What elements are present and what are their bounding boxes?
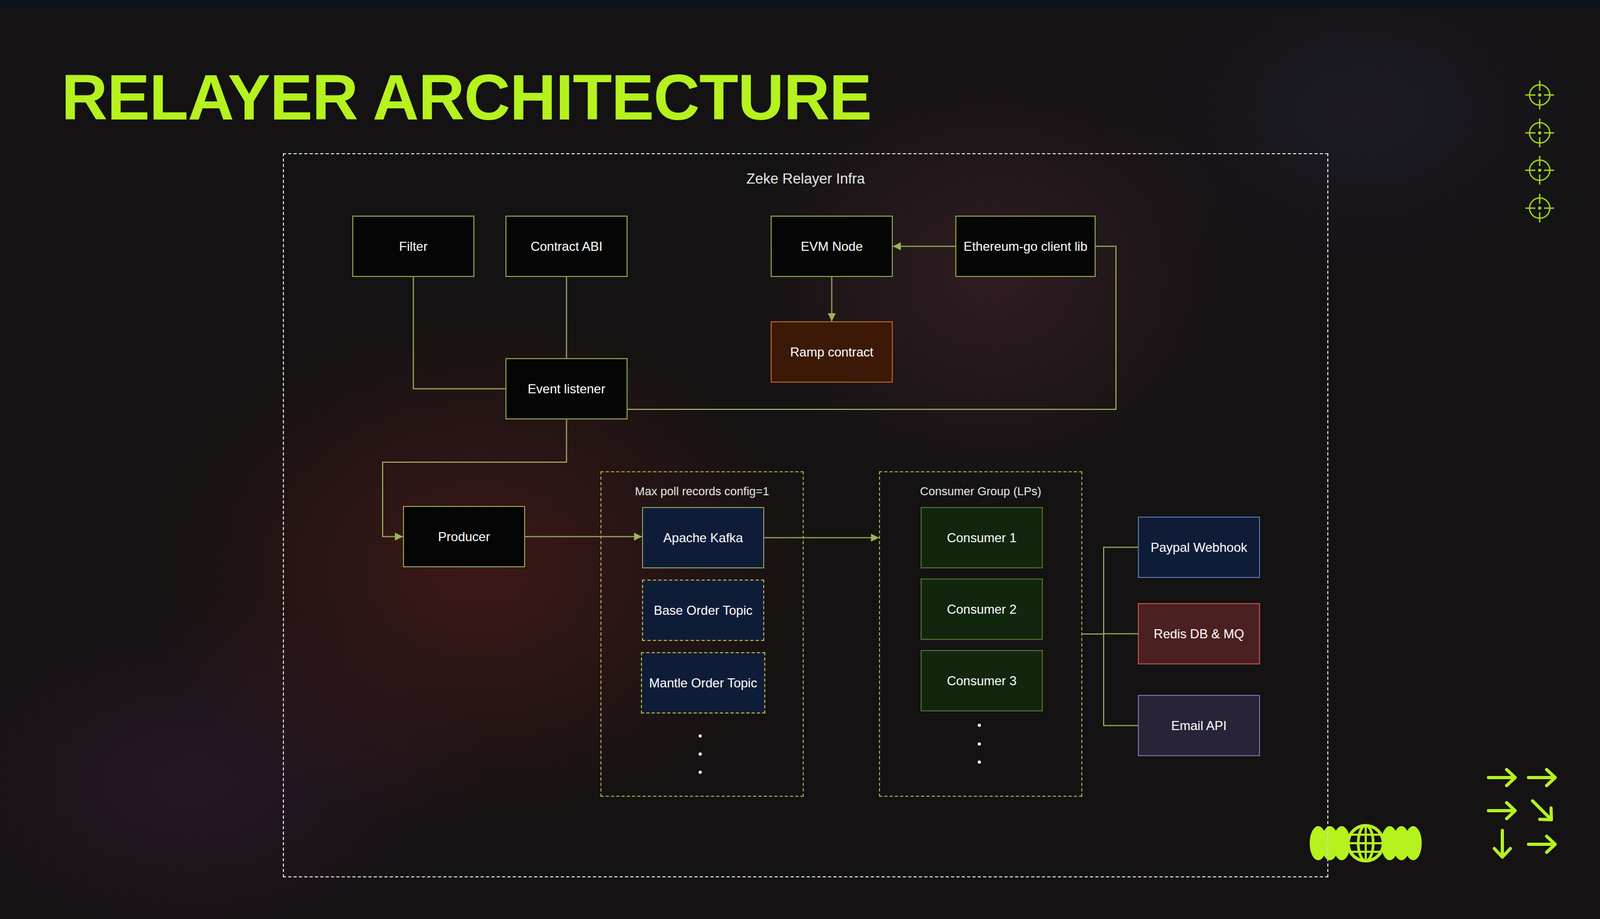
process-box: Producer: [402, 505, 526, 568]
process-box: Contract ABI: [505, 215, 628, 277]
decor-shape: [977, 760, 981, 764]
box-label: Event listener: [527, 381, 606, 398]
decor-shape: [1528, 769, 1556, 786]
process-box: Filter: [352, 215, 475, 277]
arrow-grid: [1488, 769, 1558, 858]
box-label: Email API: [1170, 717, 1227, 734]
box-label: Consumer 3: [946, 672, 1017, 689]
decor-shape: [698, 734, 702, 738]
group-label: Consumer Group (LPs): [880, 484, 1082, 499]
decor-shape: [1525, 155, 1555, 185]
infra-boundary: Zeke Relayer InfraFilter Contract ABI EVM …: [282, 153, 1329, 878]
decor-shape: [1525, 80, 1555, 110]
consumer-box: Consumer 2: [920, 578, 1043, 640]
box-label: Redis DB & MQ: [1153, 626, 1245, 643]
process-box: Event listener: [505, 358, 628, 420]
box-label: Consumer 2: [946, 601, 1017, 618]
box-label: Apache Kafka: [663, 529, 743, 546]
box-label: Producer: [438, 528, 490, 545]
decor-shape: [1494, 830, 1511, 858]
decor-shape: [1404, 826, 1422, 861]
decor-shape: [977, 723, 981, 727]
decor-shape: [1526, 795, 1558, 826]
decor-shape: [1525, 193, 1555, 223]
connector: [566, 276, 568, 359]
decor-shape: [1348, 825, 1384, 861]
service-box: Email API: [1137, 694, 1261, 757]
service-box: Redis DB & MQ: [1137, 603, 1261, 665]
decor-shape: [1488, 802, 1516, 819]
consumer-box: Consumer 3: [920, 650, 1043, 712]
connector: [764, 537, 879, 539]
box-label: Contract ABI: [530, 238, 603, 255]
decor-shape: [1348, 825, 1384, 861]
globe-logo: [1309, 825, 1422, 861]
box-label: EVM Node: [800, 238, 863, 255]
topic-box: Mantle Order Topic: [640, 652, 766, 714]
decor-shape: [1525, 118, 1555, 148]
decor-shape: [698, 752, 702, 756]
box-label: Mantle Order Topic: [648, 675, 757, 692]
consumer-box: Consumer 1: [920, 507, 1043, 569]
slide-title: RELAYER ARCHITECTURE: [61, 65, 872, 130]
service-box: Paypal Webhook: [1137, 516, 1261, 578]
connector: [525, 536, 643, 538]
box-label: Base Order Topic: [653, 602, 753, 619]
crosshair-icons: [1525, 80, 1555, 223]
decor-shape: [1488, 769, 1516, 786]
connector: [413, 276, 506, 390]
broker-box: Apache Kafka: [642, 507, 765, 569]
contract-box: Ramp contract: [770, 321, 893, 383]
topic-box: Base Order Topic: [642, 579, 765, 641]
connector: [892, 246, 956, 248]
process-box: Ethereum-go client lib: [955, 215, 1096, 277]
group-boundary: Max poll records config=1Apache KafkaBas…: [600, 471, 804, 797]
group-boundary: Consumer Group (LPs) Consumer 1 Consumer 2…: [878, 471, 1083, 797]
decor-shape: [1528, 836, 1556, 853]
connector: [831, 276, 833, 322]
connector: [1082, 634, 1138, 726]
group-label: Zeke Relayer Infra: [283, 170, 1328, 188]
box-label: Ethereum-go client lib: [963, 238, 1088, 255]
group-label: Max poll records config=1: [601, 484, 803, 499]
connector: [1082, 547, 1138, 635]
top-strip: [0, 0, 1600, 9]
process-box: EVM Node: [770, 215, 893, 277]
decor-shape: [698, 770, 702, 774]
box-label: Consumer 1: [946, 529, 1017, 546]
box-label: Paypal Webhook: [1150, 539, 1248, 556]
box-label: Filter: [399, 238, 428, 255]
ellipsis-dots: [698, 723, 981, 774]
box-label: Ramp contract: [789, 344, 874, 361]
decor-shape: [977, 742, 981, 746]
